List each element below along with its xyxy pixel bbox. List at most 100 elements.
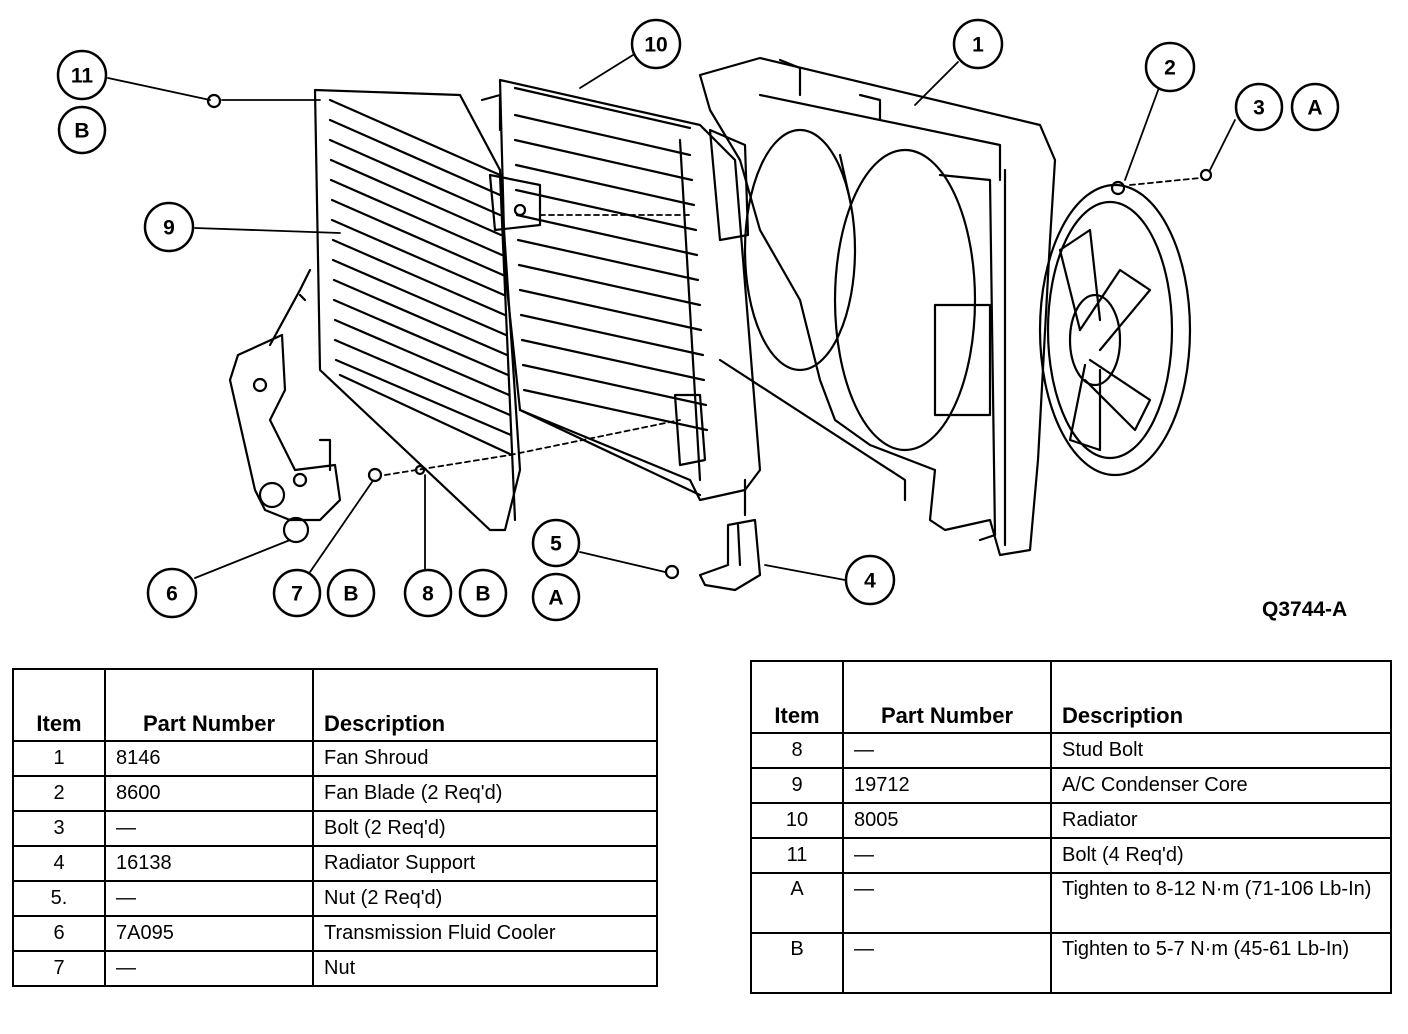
callout-2-circle — [1144, 41, 1196, 93]
item-cell: 9 — [750, 767, 844, 804]
table-row: 11—Bolt (4 Req'd) — [750, 837, 1392, 874]
callout-10-label: 10 — [644, 34, 667, 57]
item-cell: 4 — [12, 845, 106, 882]
callout-8-spec-label: B — [475, 583, 490, 606]
exploded-view-diagram: 11 B 9 10 1 2 3 A 6 7 B 8 B 5 A 4 — [56, 18, 1340, 622]
table-row: 8—Stud Bolt — [750, 732, 1392, 769]
fan-blade — [1038, 180, 1192, 477]
item-cell: 11 — [750, 837, 844, 874]
item-cell: 1 — [12, 740, 106, 777]
callout-7-spec-label: B — [343, 583, 358, 606]
callout-1-label: 1 — [972, 34, 984, 57]
description-cell: Bolt (4 Req'd) — [1050, 837, 1392, 874]
callout-3-spec-label: A — [1307, 97, 1322, 120]
item-cell: 8 — [750, 732, 844, 769]
table-row: B—Tighten to 5-7 N·m (45-61 Lb-In) — [750, 932, 1392, 994]
callout-6-circle — [146, 567, 198, 619]
part-number-cell: — — [842, 872, 1052, 934]
parts-table-right: Item Part Number Description 8—Stud Bolt… — [750, 660, 1392, 994]
callout-3-circle — [1234, 82, 1284, 132]
description-cell: Tighten to 8-12 N·m (71-106 Lb-In) — [1050, 872, 1392, 934]
callout-9-label: 9 — [163, 217, 175, 240]
item-cell: 10 — [750, 802, 844, 839]
part-number-cell: 16138 — [104, 845, 314, 882]
header-part-number: Part Number — [842, 660, 1052, 734]
part-number-cell: 8600 — [104, 775, 314, 812]
part-number-cell: — — [842, 732, 1052, 769]
item-cell: 5. — [12, 880, 106, 917]
item-cell: 6 — [12, 915, 106, 952]
part-number-cell: — — [842, 932, 1052, 994]
callout-11-label: 11 — [71, 65, 94, 88]
part-number-cell: 8146 — [104, 740, 314, 777]
callout-9-circle — [143, 201, 195, 253]
table-row: A—Tighten to 8-12 N·m (71-106 Lb-In) — [750, 872, 1392, 934]
header-description: Description — [312, 668, 658, 742]
description-cell: Tighten to 5-7 N·m (45-61 Lb-In) — [1050, 932, 1392, 994]
header-item: Item — [12, 668, 106, 742]
callout-11-spec-circle — [57, 105, 107, 155]
callout-7-spec-circle — [326, 568, 376, 618]
header-description: Description — [1050, 660, 1392, 734]
part-number-cell: — — [104, 810, 314, 847]
part-number-cell: 7A095 — [104, 915, 314, 952]
callout-2-label: 2 — [1164, 57, 1176, 80]
callout-8-circle — [403, 568, 453, 618]
callout-3-label: 3 — [1253, 97, 1265, 120]
callout-1-circle — [952, 18, 1004, 70]
callout-8-spec-circle — [458, 568, 508, 618]
callout-5-circle — [531, 518, 581, 568]
callout-5-label: 5 — [550, 533, 562, 556]
radiator-support-bracket — [698, 478, 762, 592]
description-cell: Fan Shroud — [312, 740, 658, 777]
callout-5-spec-label: A — [548, 587, 563, 610]
header-item: Item — [750, 660, 844, 734]
callout-3-spec-circle — [1290, 82, 1340, 132]
fan-shroud — [698, 56, 1057, 557]
callout-8-label: 8 — [422, 583, 434, 606]
description-cell: Nut (2 Req'd) — [312, 880, 658, 917]
description-cell: Bolt (2 Req'd) — [312, 810, 658, 847]
callout-10-circle — [630, 18, 682, 70]
description-cell: Fan Blade (2 Req'd) — [312, 775, 658, 812]
callout-11-circle — [56, 49, 108, 101]
description-cell: A/C Condenser Core — [1050, 767, 1392, 804]
item-cell: B — [750, 932, 844, 994]
table-row: 3—Bolt (2 Req'd) — [12, 810, 658, 847]
radiator — [480, 78, 907, 502]
leader-lines — [107, 54, 1236, 581]
description-cell: Transmission Fluid Cooler — [312, 915, 658, 952]
transmission-fluid-cooler — [228, 268, 342, 544]
callout-6-label: 6 — [166, 583, 178, 606]
figure-id: Q3744-A — [1262, 598, 1348, 621]
part-number-cell: — — [104, 950, 314, 987]
table-row: 5.—Nut (2 Req'd) — [12, 880, 658, 917]
item-cell: A — [750, 872, 844, 934]
header-part-number: Part Number — [104, 668, 314, 742]
item-cell: 2 — [12, 775, 106, 812]
part-number-cell: 19712 — [842, 767, 1052, 804]
item-cell: 7 — [12, 950, 106, 987]
callout-7-label: 7 — [291, 583, 303, 606]
item-cell: 3 — [12, 810, 106, 847]
callout-4-circle — [844, 554, 896, 606]
callout-4-label: 4 — [864, 570, 876, 593]
description-cell: Nut — [312, 950, 658, 987]
callout-7-circle — [272, 568, 322, 618]
description-cell: Radiator — [1050, 802, 1392, 839]
description-cell: Radiator Support — [312, 845, 658, 882]
description-cell: Stud Bolt — [1050, 732, 1392, 769]
part-number-cell: 8005 — [842, 802, 1052, 839]
callout-11-spec-label: B — [74, 120, 89, 143]
fasteners — [206, 93, 1213, 580]
callout-5-spec-circle — [531, 572, 581, 622]
part-number-cell: — — [104, 880, 314, 917]
ac-condenser-core — [313, 88, 542, 532]
